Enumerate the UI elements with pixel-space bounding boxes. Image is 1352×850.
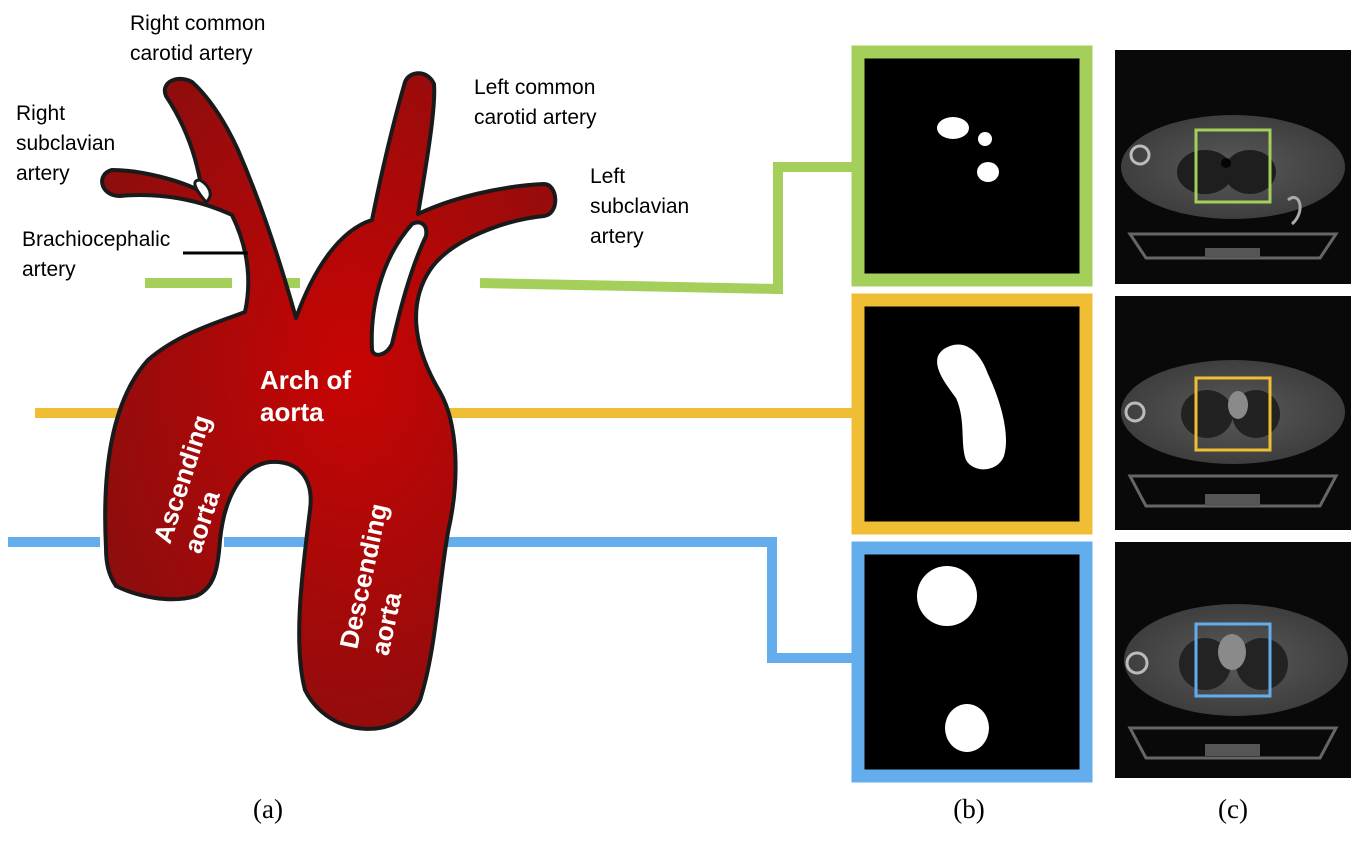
- caption-a: (a): [253, 794, 283, 824]
- left-common-carotid-label: Left common carotid artery: [474, 76, 601, 129]
- ct-panel-orange: [1115, 296, 1351, 530]
- aorta-inner-gap: [369, 220, 429, 357]
- mask-blob: [978, 132, 992, 146]
- ct-roi-box: [1194, 128, 1272, 204]
- mask-panel-orange: [851, 293, 1093, 535]
- ct-roi-box: [1194, 622, 1272, 698]
- mask-blob: [977, 162, 999, 182]
- mask-blob: [945, 704, 989, 752]
- mask-blob: [937, 117, 969, 139]
- arch-label: Arch of aorta: [260, 365, 358, 427]
- aorta-inner-gap-2: [193, 178, 212, 204]
- caption-b: (b): [953, 794, 984, 824]
- aorta-shape: [100, 71, 558, 731]
- right-subclavian-label: Right subclavian artery: [16, 102, 121, 185]
- left-subclavian-label: Left subclavian artery: [590, 165, 695, 248]
- right-common-carotid-label: Right common carotid artery: [130, 12, 271, 65]
- brachiocephalic-label: Brachiocephalic artery: [22, 228, 176, 281]
- mask-panel-blue: [851, 541, 1093, 783]
- caption-c: (c): [1218, 794, 1248, 824]
- ct-panel-green: [1115, 50, 1351, 284]
- mask-panel-green: [851, 45, 1093, 287]
- aorta-diagram: Arch of aorta Ascending aorta Descending…: [100, 71, 558, 731]
- ct-panel-blue: [1115, 542, 1351, 778]
- mask-blob: [937, 344, 1007, 470]
- blue-level-line: [8, 537, 855, 663]
- mask-blob: [917, 566, 977, 626]
- ct-roi-box: [1194, 376, 1272, 452]
